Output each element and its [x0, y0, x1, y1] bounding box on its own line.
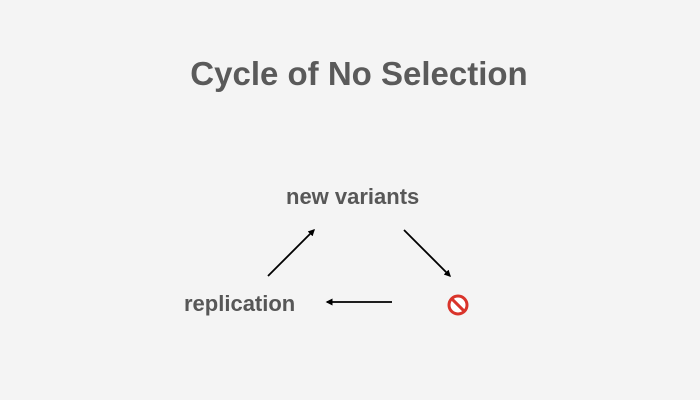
diagram-title: Cycle of No Selection: [190, 55, 528, 92]
arrow-replication-to-new-variants: [267, 229, 315, 277]
node-new-variants: new variants: [286, 184, 420, 209]
node-replication: replication: [184, 291, 296, 316]
prohibited-icon-graphic: [447, 294, 469, 316]
prohibited-icon: [446, 293, 470, 317]
arrow-new-variants-to-prohibited: [403, 229, 451, 277]
